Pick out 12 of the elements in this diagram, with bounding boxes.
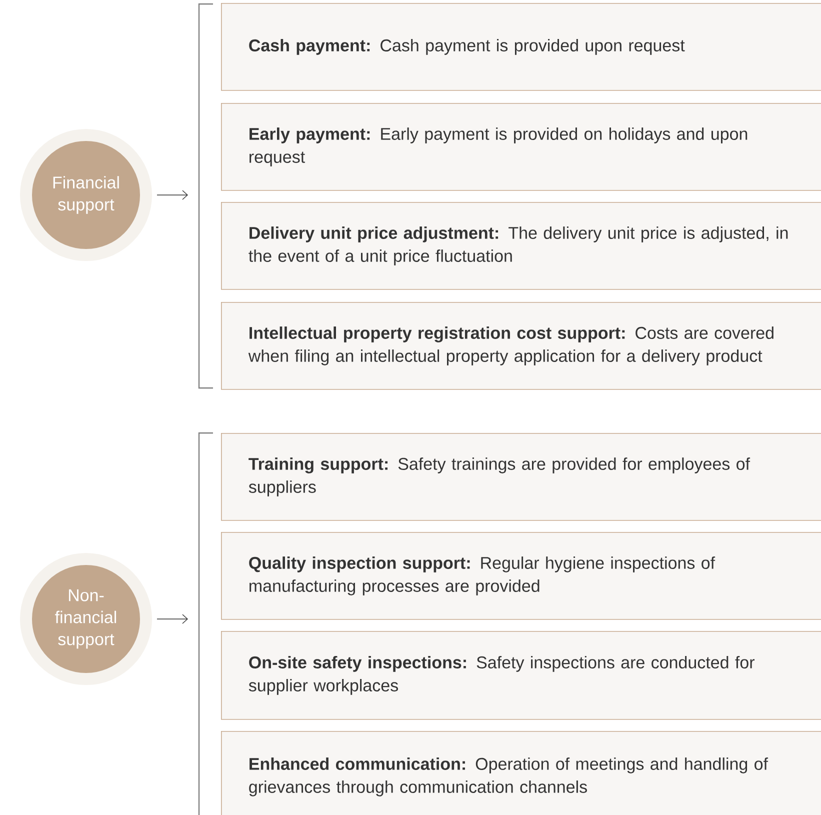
info-box: Training support: Safety trainings are provided for employees of suppliers (221, 433, 821, 521)
arrow (156, 190, 188, 200)
bracket (198, 432, 213, 815)
info-box: Cash payment: Cash payment is provided upon request (221, 3, 821, 91)
info-box: Early payment: Early payment is provided on holidays and upon request (221, 103, 821, 191)
info-box: Quality inspection support: Regular hygiene inspections of manufacturing processes are provided (221, 532, 821, 620)
info-box: Intellectual property registration cost support: Costs are covered when filing an intellectual property application for a delivery product (221, 302, 821, 390)
info-box: On-site safety inspections: Safety inspections are conducted for supplier workplaces (221, 631, 821, 720)
arrow (156, 614, 188, 624)
info-box: Delivery unit price adjustment: The delivery unit price is adjusted, in the event of a unit price fluctuation (221, 202, 821, 290)
info-box: Enhanced communication: Operation of meetings and handling of grievances through communication channels (221, 731, 821, 815)
bracket (198, 3, 213, 389)
